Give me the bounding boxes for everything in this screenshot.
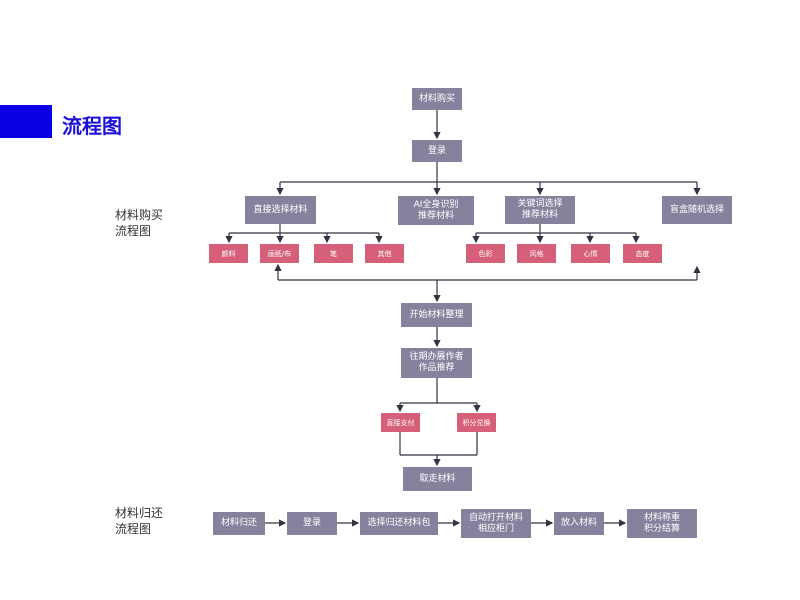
- node-other: 其他: [365, 244, 404, 263]
- return-step-5: 放入材料: [554, 512, 604, 535]
- node-start-organize: 开始材料整理: [401, 303, 472, 327]
- node-style: 风格: [517, 244, 556, 263]
- node-past-works: 往期办展作者 作品推荐: [401, 348, 472, 378]
- node-color: 色彩: [466, 244, 505, 263]
- return-section-label: 材料归还 流程图: [115, 506, 164, 536]
- node-direct-pay: 直接支付: [381, 413, 420, 432]
- node-ai-recommend: AI全身识别 推荐材料: [398, 196, 474, 225]
- title-accent-bar: [0, 105, 52, 138]
- node-attitude: 态度: [623, 244, 662, 263]
- node-pen: 笔: [314, 244, 353, 263]
- node-points-redeem: 积分兑换: [457, 413, 496, 432]
- node-material-purchase: 材料购买: [412, 88, 462, 110]
- node-direct-select: 直接选择材料: [245, 196, 316, 224]
- node-paper-canvas: 画纸/布: [260, 244, 299, 263]
- node-mood: 心情: [571, 244, 610, 263]
- node-take-material: 取走材料: [403, 467, 472, 491]
- node-keyword-recommend: 关键词选择 推荐材料: [505, 196, 575, 224]
- return-step-6: 材料称重 积分结算: [627, 509, 697, 538]
- return-step-2: 登录: [287, 512, 337, 535]
- node-paint: 颜料: [209, 244, 248, 263]
- return-step-4: 自动打开材料 相应柜门: [461, 509, 531, 538]
- return-step-3: 选择归还材料包: [360, 512, 438, 535]
- node-login: 登录: [412, 140, 462, 162]
- node-blind-box: 盲盒随机选择: [662, 196, 732, 224]
- page-title: 流程图: [62, 114, 122, 138]
- purchase-section-label: 材料购买 流程图: [115, 208, 164, 238]
- return-step-1: 材料归还: [213, 512, 265, 535]
